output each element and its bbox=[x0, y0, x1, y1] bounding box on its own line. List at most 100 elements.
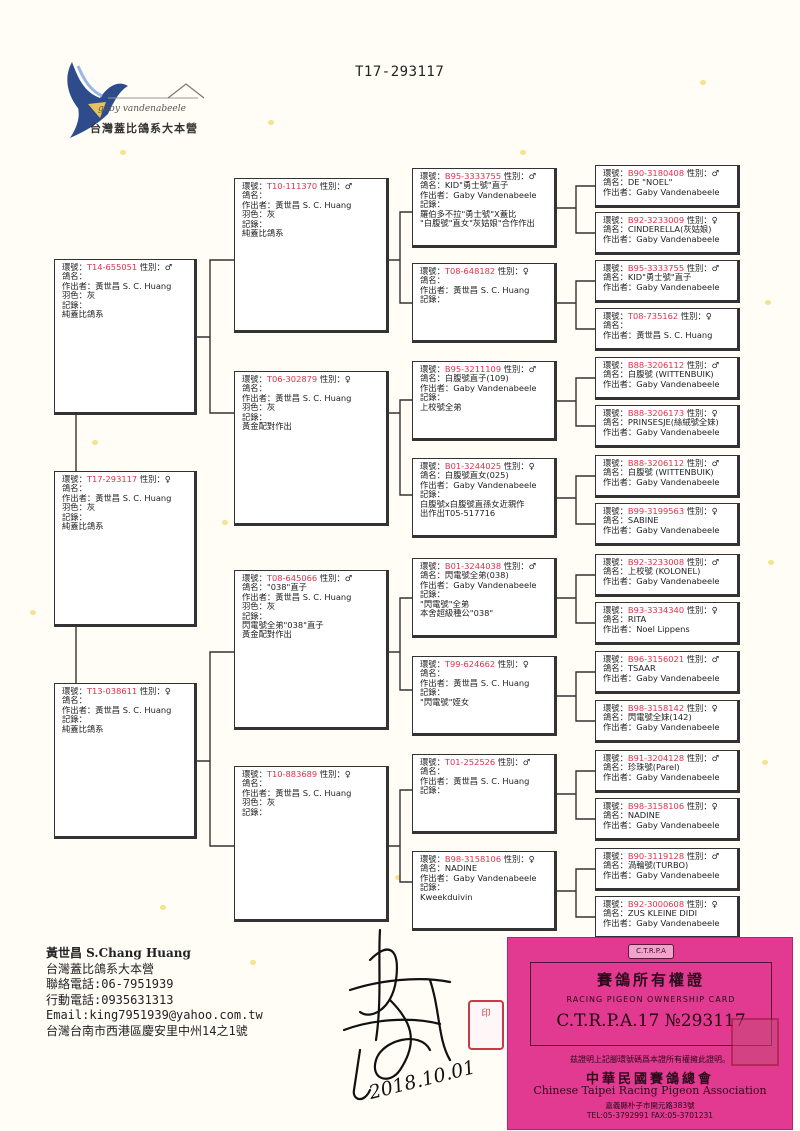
ring-number: B96-3156021 bbox=[627, 655, 685, 664]
ring-number: B91-3204128 bbox=[627, 754, 685, 763]
sex-symbol: ♂ bbox=[711, 852, 720, 861]
great-grandparent-card: 環號：B01-3244038 性別：♂ 鴿名：閃電號全弟(038) 作出者：Ga… bbox=[412, 558, 557, 638]
great-great-grandparent-card: 環號：B88-3206112 性別：♂鴿名：白腹號 (WITTENBUIK)作出… bbox=[595, 455, 740, 498]
sex-symbol: ♀ bbox=[164, 687, 171, 696]
ring-number: T13-038611 bbox=[86, 687, 138, 696]
ring-number: B99-3199563 bbox=[627, 507, 685, 516]
document-id: T17-293117 bbox=[355, 64, 445, 80]
phone: 聯絡電話:06-7951939 bbox=[46, 977, 174, 992]
handwritten-signature bbox=[342, 928, 452, 1101]
ring-number: B98-3158106 bbox=[627, 802, 685, 811]
card-org-cn: 中華民國賽鴿總會 bbox=[585, 1072, 714, 1087]
ring-number: B88-3206112 bbox=[627, 361, 685, 370]
red-seal-stamp: 印 bbox=[468, 1000, 504, 1050]
ring-number: B92-3233008 bbox=[627, 558, 685, 567]
great-grandparent-card: 環號：B01-3244025 性別：♀ 鴿名：白腹號直女(025) 作出者：Ga… bbox=[412, 458, 557, 538]
dove-logo bbox=[67, 62, 205, 138]
sex-symbol: ♂ bbox=[344, 574, 353, 583]
ring-number: B88-3206173 bbox=[627, 409, 685, 418]
sex-symbol: ♀ bbox=[711, 900, 718, 909]
ring-number: B90-3119128 bbox=[627, 852, 685, 861]
ring-number: B92-3000608 bbox=[627, 900, 685, 909]
great-great-grandparent-card: 環號：B98-3158142 性別：♀鴿名：閃電號全妹(142)作出者：Gaby… bbox=[595, 700, 740, 743]
breeder-org: 台灣蓋比鴿系大本營 bbox=[46, 961, 155, 976]
dam-card: 環號：T13-038611 性別：♀ 鴿名： 作出者：黃世昌 S. C. Hua… bbox=[54, 683, 197, 839]
card-org-en: Chinese Taipei Racing Pigeon Association bbox=[533, 1084, 767, 1097]
sex-symbol: ♂ bbox=[711, 361, 720, 370]
great-great-grandparent-card: 環號：B95-3333755 性別：♂鴿名：KID"勇士號"直子作出者：Gaby… bbox=[595, 260, 740, 303]
great-grandparent-card: 環號：T99-624662 性別：♀ 鴿名： 作出者：黃世昌 S. C. Hua… bbox=[412, 656, 557, 736]
sex-symbol: ♂ bbox=[344, 182, 353, 191]
address: 台灣台南市西港區慶安里中州14之1號 bbox=[46, 1023, 248, 1038]
sex-symbol: ♂ bbox=[711, 558, 720, 567]
sex-symbol: ♀ bbox=[344, 770, 351, 779]
sex-symbol: ♀ bbox=[711, 507, 718, 516]
ring-number: T08-735162 bbox=[627, 312, 679, 321]
ring-number: T14-655051 bbox=[86, 263, 138, 272]
logo-script: gaby vandenabeele bbox=[98, 104, 186, 114]
great-great-grandparent-card: 環號：B90-3119128 性別：♂鴿名：渦輪號(TURBO)作出者：Gaby… bbox=[595, 848, 740, 891]
great-great-grandparent-card: 環號：T08-735162 性別：♀鴿名：作出者：黃世昌 S. C. Huang bbox=[595, 308, 740, 351]
sex-symbol: ♂ bbox=[711, 754, 720, 763]
ring-number: T06-302879 bbox=[266, 375, 318, 384]
sex-symbol: ♀ bbox=[711, 802, 718, 811]
subject-card: 環號：T17-293117 性別：♀ 鴿名： 作出者：黃世昌 S. C. Hua… bbox=[54, 471, 197, 627]
sex-symbol: ♂ bbox=[711, 459, 720, 468]
card-subtitle: RACING PIGEON OWNERSHIP CARD bbox=[566, 995, 736, 1004]
great-grandparent-card: 環號：T08-648182 性別：♀ 鴿名： 作出者：黃世昌 S. C. Hua… bbox=[412, 263, 557, 343]
great-grandparent-card: 環號：B95-3211109 性別：♂ 鴿名：白腹號直子(109) 作出者：Ga… bbox=[412, 361, 557, 441]
sex-symbol: ♀ bbox=[344, 375, 351, 384]
ring-number: T10-111370 bbox=[266, 182, 318, 191]
ring-number: B92-3233009 bbox=[627, 216, 685, 225]
great-great-grandparent-card: 環號：B88-3206173 性別：♀鴿名：PRINSESJE(絲絨號全妹)作出… bbox=[595, 405, 740, 448]
ring-number: B93-3334340 bbox=[627, 606, 685, 615]
card-address: 嘉義縣朴子市開元路383號 bbox=[605, 1101, 695, 1110]
email: Email:king7951939@yahoo.com.tw bbox=[46, 1008, 263, 1023]
mobile: 行動電話:0935631313 bbox=[46, 992, 174, 1007]
ring-number: B90-3180408 bbox=[627, 169, 685, 178]
card-title: 賽鴿所有權證 bbox=[596, 971, 705, 989]
sex-symbol: ♀ bbox=[164, 475, 171, 484]
ring-number: B88-3206112 bbox=[627, 459, 685, 468]
sex-symbol: ♂ bbox=[711, 655, 720, 664]
great-great-grandparent-card: 環號：B88-3206112 性別：♂鴿名：白腹號 (WITTENBUIK)作出… bbox=[595, 357, 740, 400]
sire-card: 環號：T14-655051 性別：♂ 鴿名： 作出者：黃世昌 S. C. Hua… bbox=[54, 259, 197, 415]
ring-number: B95-3333755 bbox=[627, 264, 685, 273]
sire-dam-card: 環號：T06-302879 性別：♀ 鴿名： 作出者：黃世昌 S. C. Hua… bbox=[234, 371, 389, 526]
great-great-grandparent-card: 環號：B92-3233009 性別：♀鴿名：CINDERELLA(灰姑娘)作出者… bbox=[595, 212, 740, 255]
card-tel-fax: TEL:05-3792991 FAX:05-3701231 bbox=[586, 1111, 714, 1120]
great-great-grandparent-card: 環號：B90-3180408 性別：♂鴿名：DE "NOEL"作出者：Gaby … bbox=[595, 165, 740, 208]
ownership-card: C.T.R.P.A 賽鴿所有權證 RACING PIGEON OWNERSHIP… bbox=[507, 937, 793, 1130]
dam-dam-card: 環號：T10-883689 性別：♀ 鴿名： 作出者：黃世昌 S. C. Hua… bbox=[234, 766, 389, 922]
card-stamp bbox=[731, 1018, 779, 1066]
dam-sire-card: 環號：T08-645066 性別：♂ 鴿名："038"直子 作出者：黃世昌 S.… bbox=[234, 570, 389, 730]
sex-symbol: ♀ bbox=[711, 704, 718, 713]
ring-number: B98-3158142 bbox=[627, 704, 685, 713]
great-grandparent-card: 環號：B95-3333755 性別：♂ 鴿名：KID"勇士號"直子 作出者：Ga… bbox=[412, 168, 557, 248]
ctrpa-emblem: C.T.R.P.A bbox=[628, 944, 674, 959]
great-great-grandparent-card: 環號：B92-3233008 性別：♂鴿名：上校號 (KOLONEL)作出者：G… bbox=[595, 554, 740, 597]
card-number: C.T.R.P.A.17 №293117 bbox=[556, 1011, 746, 1031]
sex-symbol: ♂ bbox=[164, 263, 173, 272]
card-certify-text: 茲證明上記腳環號碼爲本證所有權擁此證明。 bbox=[570, 1055, 730, 1064]
great-great-grandparent-card: 環號：B91-3204128 性別：♂鴿名：珍珠號(Parel)作出者：Gaby… bbox=[595, 750, 740, 793]
sex-symbol: ♀ bbox=[711, 606, 718, 615]
logo-name: 台灣蓋比鴿系大本營 bbox=[90, 122, 198, 135]
ring-number: T08-645066 bbox=[266, 574, 318, 583]
sex-symbol: ♂ bbox=[711, 169, 720, 178]
sex-symbol: ♀ bbox=[705, 312, 712, 321]
breeder-contact: 黃世昌 S.Chang Huang 台灣蓋比鴿系大本營 聯絡電話:06-7951… bbox=[46, 946, 263, 1040]
great-grandparent-card: 環號：T01-252526 性別：♂ 鴿名： 作出者：黃世昌 S. C. Hua… bbox=[412, 754, 557, 834]
sex-symbol: ♀ bbox=[711, 216, 718, 225]
gen4-connector-lines bbox=[557, 185, 595, 918]
ring-number: T10-883689 bbox=[266, 770, 318, 779]
ring-number: T17-293117 bbox=[86, 475, 138, 484]
great-grandparent-card: 環號：B98-3158106 性別：♀ 鴿名：NADINE 作出者：Gaby V… bbox=[412, 851, 557, 931]
sex-symbol: ♂ bbox=[711, 264, 720, 273]
